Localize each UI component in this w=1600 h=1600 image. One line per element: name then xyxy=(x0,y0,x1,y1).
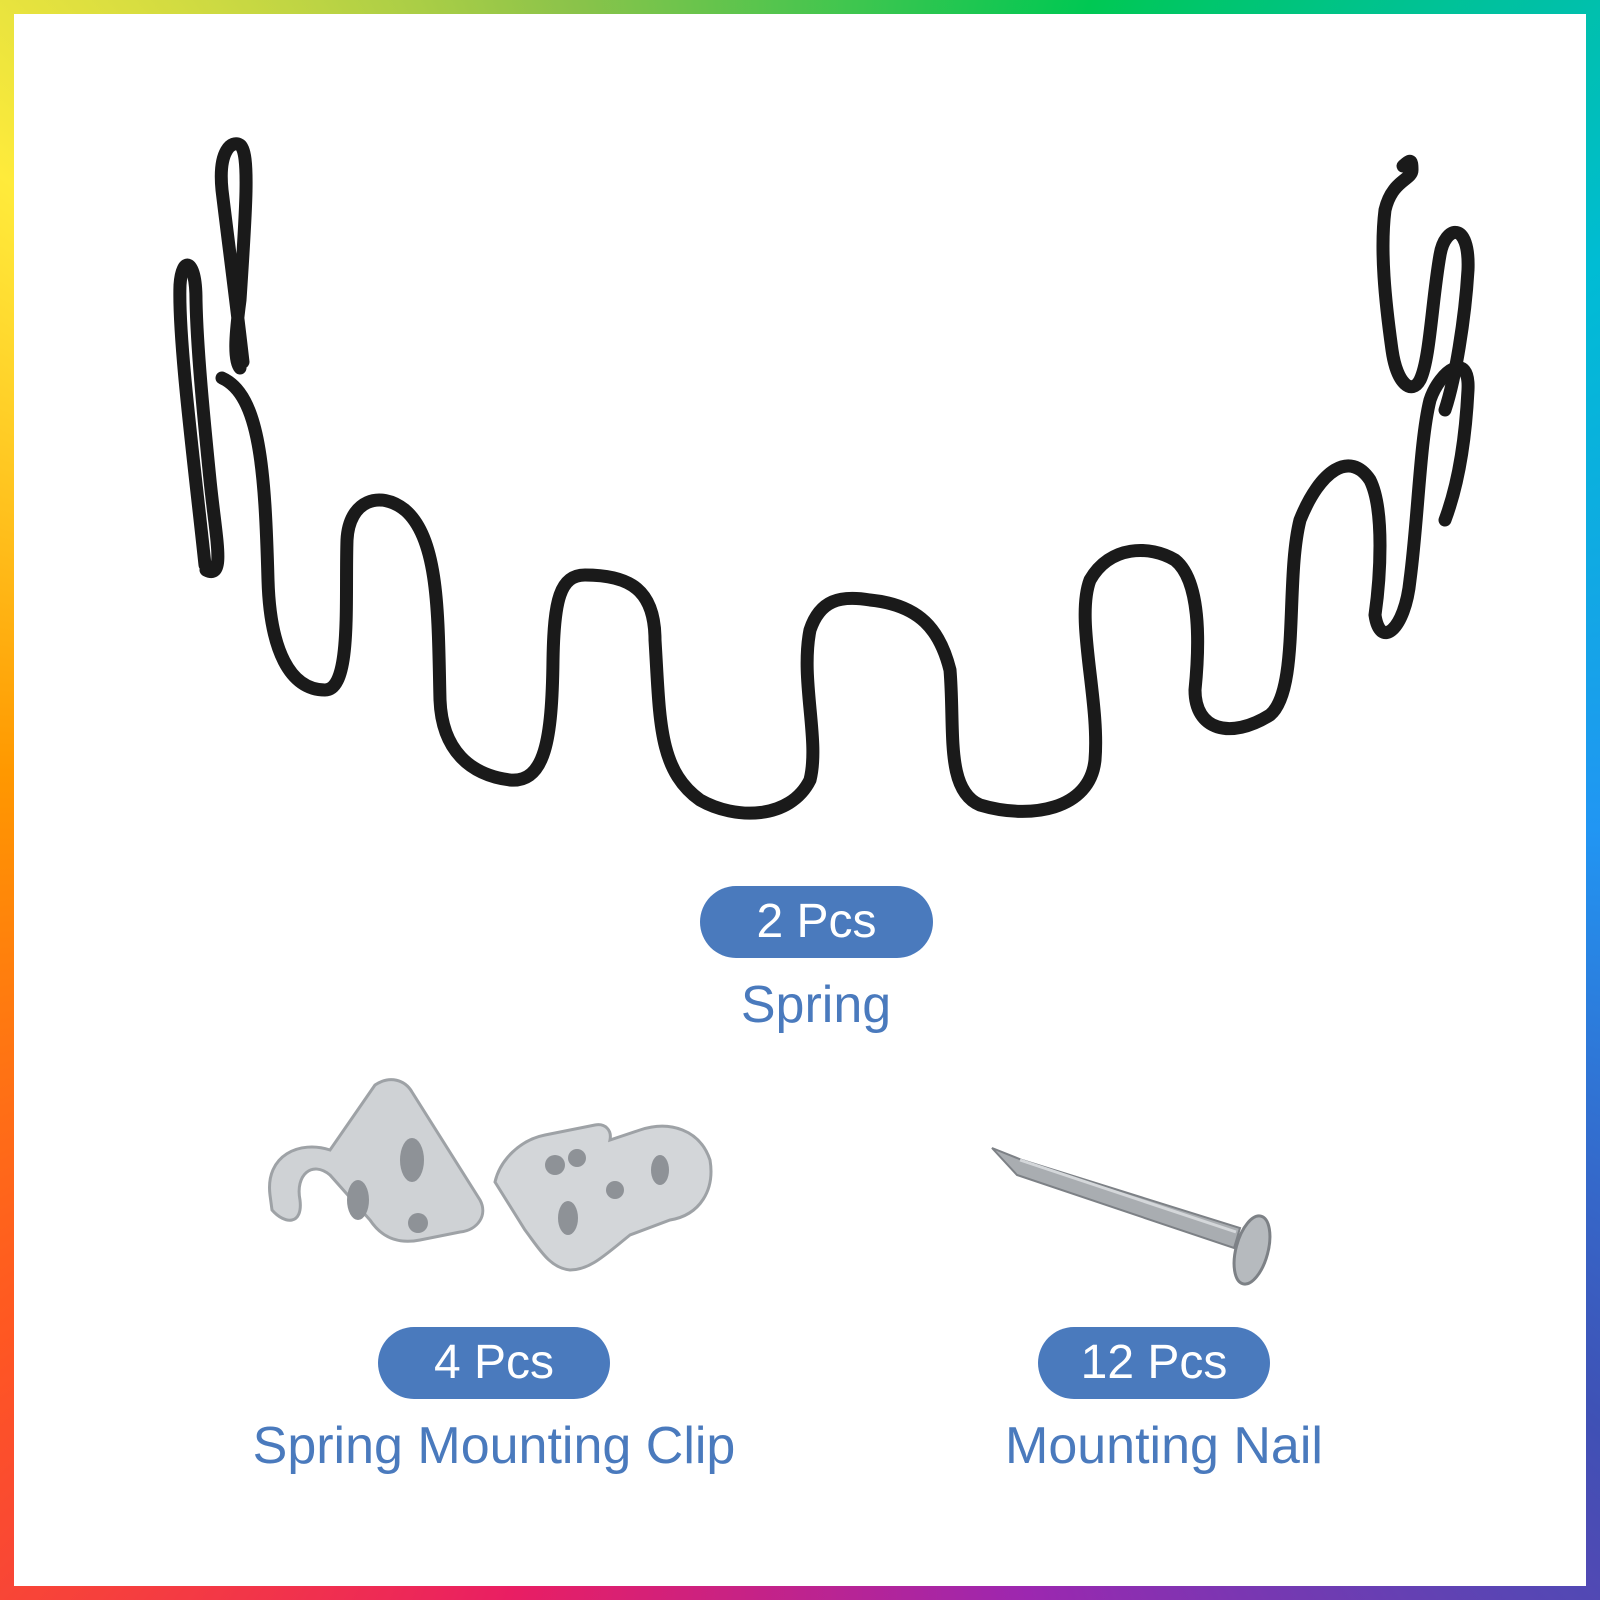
clip-quantity-badge: 4 Pcs xyxy=(378,1327,610,1399)
nail-label: Mounting Nail xyxy=(1005,1417,1323,1475)
nail-quantity-badge: 12 Pcs xyxy=(1038,1327,1270,1399)
spring-label: Spring xyxy=(740,976,892,1034)
zigzag-spring-icon xyxy=(173,137,1475,820)
clip-label: Spring Mounting Clip xyxy=(252,1417,736,1475)
nail-icon xyxy=(991,1147,1272,1286)
spring-quantity-badge: 2 Pcs xyxy=(700,886,933,958)
mounting-clip-icon xyxy=(268,1078,713,1272)
